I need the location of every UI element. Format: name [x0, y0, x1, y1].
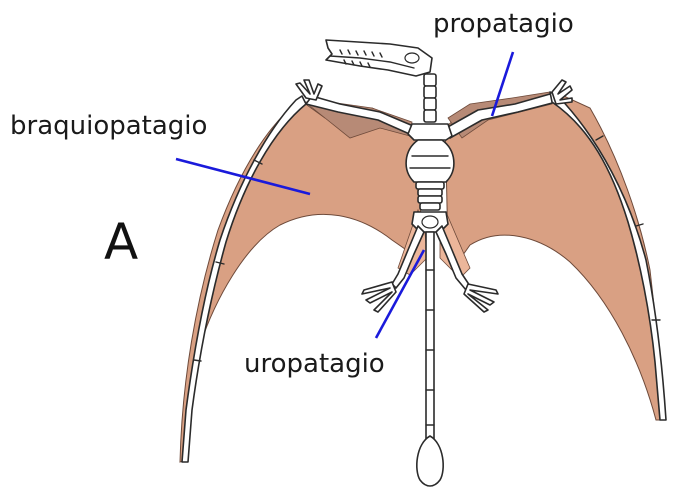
tail-vane — [417, 436, 443, 486]
left-foot — [362, 282, 396, 312]
neck-vertebrae — [424, 74, 436, 122]
skull-eye — [405, 53, 419, 63]
rib-cage — [406, 140, 454, 182]
right-brachiopatagium — [445, 92, 662, 420]
right-hand-claws — [552, 80, 572, 104]
left-finger-joint-3 — [194, 360, 201, 361]
propatagio-label: propatagio — [433, 9, 574, 39]
right-foot — [464, 284, 498, 312]
panel-letter: A — [104, 214, 138, 270]
tail — [426, 232, 434, 440]
shoulder-girdle — [408, 124, 452, 140]
uropatagio-label: uropatagio — [244, 349, 385, 379]
braquiopatagio-label: braquiopatagio — [10, 111, 207, 141]
pelvis-opening — [422, 216, 438, 228]
dorsal-vertebrae — [416, 182, 444, 210]
